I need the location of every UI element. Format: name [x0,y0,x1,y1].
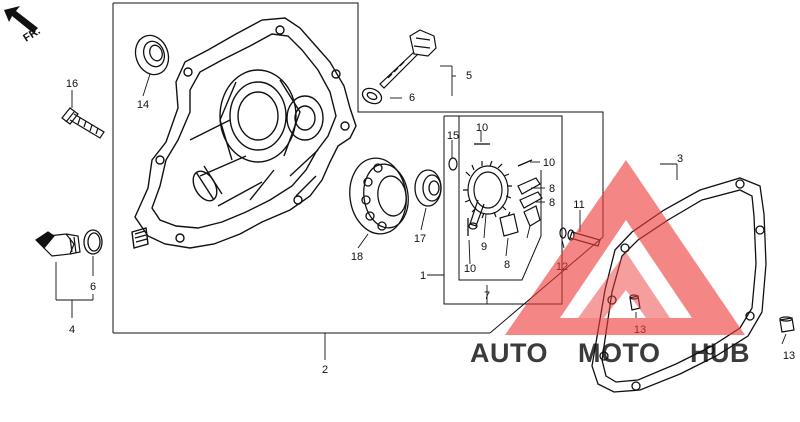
drain-plug-4 [35,231,81,257]
callout-17: 17 [414,233,426,245]
flange-bolt-16 [61,107,105,139]
callout-18: 18 [351,251,363,263]
governor-gear-9 [463,160,512,230]
watermark-hub: HUB [690,338,750,368]
callout-11: 11 [573,199,584,211]
callout-10-right: 10 [543,157,555,169]
watermark-auto: AUTO [470,338,548,368]
direction-label: FR. [21,25,42,45]
ball-bearing-17 [414,169,442,207]
washer-15 [448,157,458,171]
oil-seal-14 [134,34,170,76]
callout-8-upper: 8 [549,183,555,195]
ball-bearing-18 [349,157,409,235]
gasket-3 [591,177,767,393]
leader-lines [55,65,787,360]
callout-9: 9 [481,241,487,253]
dowel-pin-13 [629,294,641,311]
callout-1: 1 [420,270,426,282]
callout-10-top: 10 [476,122,488,134]
crankcase-cover [131,17,357,249]
o-ring-6-drain [83,229,103,255]
callout-2: 2 [322,364,328,376]
clip-8 [523,205,541,227]
oil-filler-cap-5 [379,29,437,89]
o-ring-6 [361,87,383,105]
governor-weight-8 [517,177,543,209]
watermark-moto: MOTO [578,338,661,368]
callout-3: 3 [677,153,683,165]
callout-13-right: 13 [783,350,795,362]
callout-15: 15 [447,130,459,142]
front-direction-arrow: FR. [4,6,43,45]
watermark-logo: AUTO MOTO HUB [470,160,750,368]
callout-10-bottom: 10 [464,263,476,275]
dowel-pin-13-right [779,316,795,333]
washer-12 [559,227,567,239]
callout-14: 14 [137,99,149,111]
callout-16: 16 [66,78,78,90]
callout-5: 5 [466,70,472,82]
callout-8-middle: 8 [549,197,555,209]
callout-7: 7 [484,290,490,302]
callout-6-cap: 6 [409,92,415,104]
callout-6-drain: 6 [90,281,96,293]
callout-4: 4 [69,324,75,336]
slider-8 [499,211,519,237]
callout-8-slider: 8 [504,259,510,271]
pin-10-right [517,159,533,167]
callout-labels: 16 14 5 6 15 10 10 3 8 8 11 1 2 18 17 9 8… [66,70,795,376]
